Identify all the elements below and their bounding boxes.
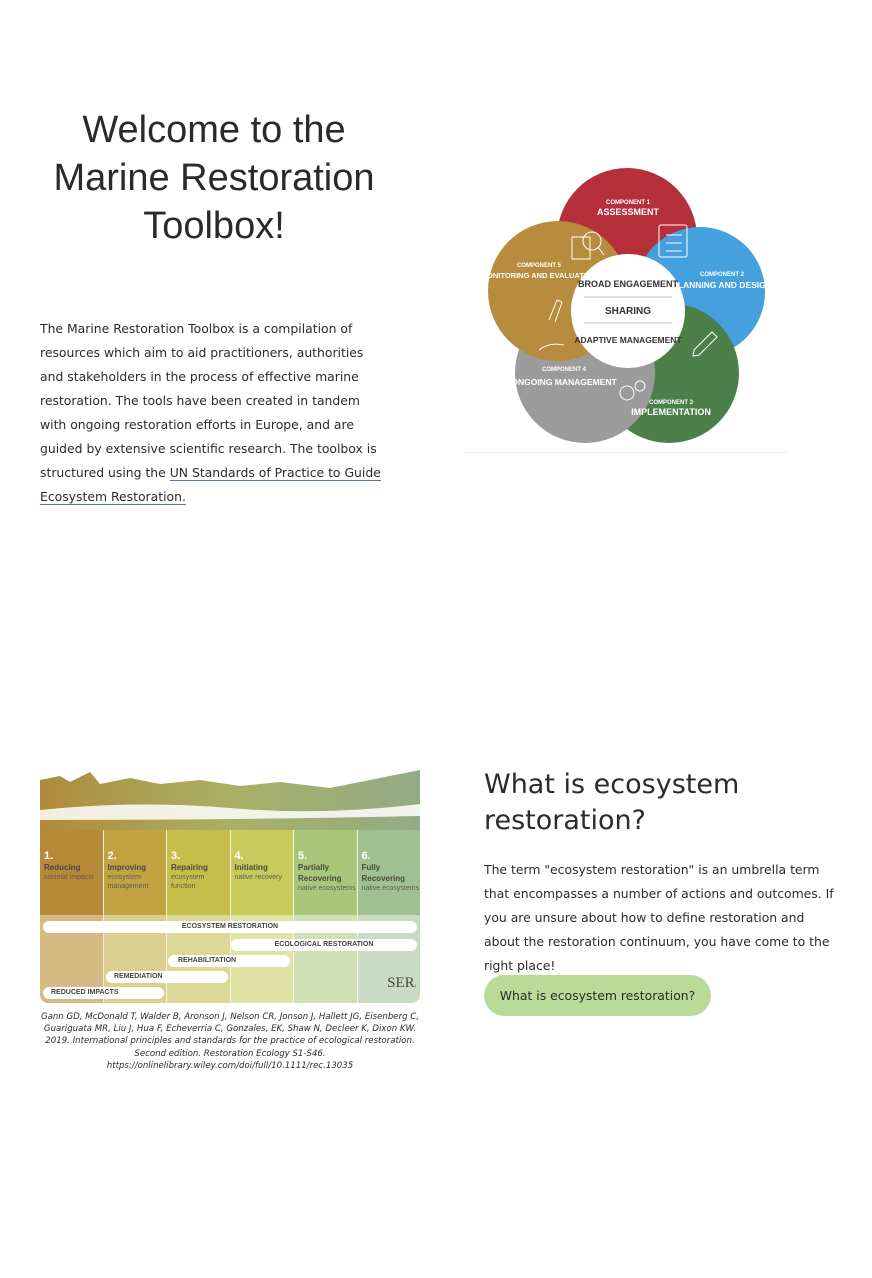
stage-text: Fully Recovering [361, 863, 406, 883]
stage-5: 5.Partially Recovering native ecosystems [294, 830, 358, 1003]
svg-text:COMPONENT 3: COMPONENT 3 [649, 400, 694, 406]
component-5-label: COMPONENT 5 [517, 263, 562, 269]
pencil-icon [692, 331, 718, 357]
component-3-label: COMPONENT 3 [649, 400, 694, 406]
stage-4: 4.Initiating native recovery [230, 830, 294, 1003]
bar-ecosystem-restoration: ECOSYSTEM RESTORATION [43, 921, 417, 933]
stage-text: ecosystem function [171, 874, 205, 890]
stage-1: 1.Reducing societal impacts [40, 830, 104, 1003]
clipboard-icon [658, 224, 688, 258]
intro-paragraph: The Marine Restoration Toolbox is a comp… [40, 317, 388, 509]
component-2-label: COMPONENT 2 [700, 272, 745, 278]
ser-logo: SER) [387, 975, 416, 991]
bar-ecological-restoration: ECOLOGICAL RESTORATION [231, 939, 417, 951]
component-5-name: MONITORING AND EVALUATION [481, 271, 597, 280]
stage-text: Reducing [44, 863, 81, 872]
stage-text: 3. [171, 850, 181, 862]
bar-remediation: REMEDIATION [106, 971, 228, 983]
svg-text:IMPLEMENTATION: IMPLEMENTATION [631, 407, 711, 417]
svg-text:COMPONENT 5: COMPONENT 5 [517, 263, 562, 269]
what-is-ecosystem-restoration-button[interactable]: What is ecosystem restoration? [484, 975, 711, 1016]
stage-text: 1. [44, 850, 54, 862]
bar-rehabilitation: REHABILITATION [168, 955, 290, 967]
un-standards-link[interactable]: UN Standards of Practice to Guide Ecosys… [40, 465, 381, 505]
center-broad-engagement: BROAD ENGAGEMENT [578, 279, 679, 289]
svg-text:COMPONENT 1: COMPONENT 1 [606, 200, 651, 206]
section-paragraph: The term "ecosystem restoration" is an u… [484, 862, 834, 973]
svg-text:COMPONENT 2: COMPONENT 2 [700, 272, 745, 278]
center-sharing: SHARING [605, 306, 651, 317]
bar-reduced-impacts: REDUCED IMPACTS [43, 987, 164, 999]
svg-text:COMPONENT 4: COMPONENT 4 [542, 367, 587, 373]
restoration-components-diagram: COMPONENT 1 ASSESSMENT COMPONENT 2 PLANN… [464, 168, 788, 453]
magnifier-check-icon [571, 231, 605, 260]
component-3-name: IMPLEMENTATION [631, 407, 711, 417]
component-4-label: COMPONENT 4 [542, 367, 587, 373]
stage-text: Improving [107, 863, 147, 872]
stage-text: native recovery [234, 874, 282, 881]
stage-6: 6.Fully Recovering native ecosystems [357, 830, 420, 1003]
stage-text: ecosystem management [107, 874, 149, 890]
stage-text: Partially Recovering [298, 863, 342, 883]
component-1-name: ASSESSMENT [597, 207, 660, 217]
intro-text: The Marine Restoration Toolbox is a comp… [40, 321, 377, 480]
stage-text: 2. [107, 850, 117, 862]
component-2-name: PLANNING AND DESIGN [672, 280, 772, 290]
center-circle [571, 254, 685, 368]
landscape-illustration [40, 770, 420, 835]
stage-text: native ecosystems [361, 885, 420, 892]
stage-text: Initiating [234, 863, 268, 872]
hand-icon [538, 299, 565, 351]
section-heading: What is ecosystem restoration? [484, 769, 740, 836]
page-title: Welcome to the Marine Restoration Toolbo… [53, 109, 375, 247]
gears-icon [619, 380, 646, 401]
stage-text: native ecosystems [298, 885, 356, 892]
stage-text: 4. [234, 850, 244, 862]
svg-text:ASSESSMENT: ASSESSMENT [597, 207, 660, 217]
component-4-name: ONGOING MANAGEMENT [511, 377, 617, 387]
figure-caption: Gann GD, McDonald T, Walder B, Aronson J… [40, 1012, 420, 1071]
stage-text: Repairing [171, 863, 208, 872]
stage-text: societal impacts [44, 874, 94, 881]
stage-text: 6. [361, 850, 371, 862]
restoration-continuum-figure: 1.Reducing societal impacts 2.Improving ec… [40, 770, 420, 1003]
component-1-label: COMPONENT 1 [606, 200, 651, 206]
center-adaptive-management: ADAPTIVE MANAGEMENT [574, 335, 682, 345]
stage-text: 5. [298, 850, 308, 862]
